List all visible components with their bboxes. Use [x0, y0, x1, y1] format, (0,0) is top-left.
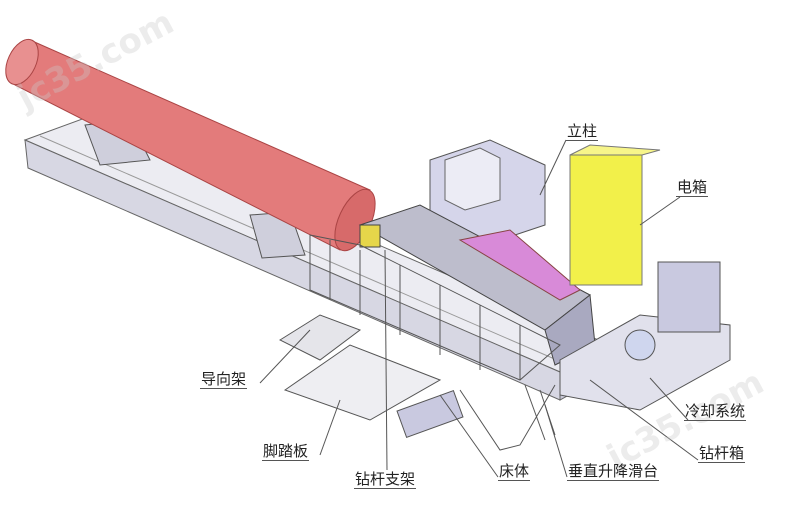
label-electric-box: 电箱 [676, 178, 709, 197]
guide-frame [309, 234, 561, 381]
leader-lines [259, 139, 699, 478]
label-drill-rod-box: 钻杆箱 [698, 444, 746, 463]
electric-box [569, 154, 643, 286]
label-pedal: 脚踏板 [262, 442, 310, 461]
label-bed: 床体 [498, 462, 531, 481]
label-column: 立柱 [566, 122, 599, 141]
label-drill-rod-support: 钻杆支架 [354, 470, 417, 489]
label-cooling-system: 冷却系统 [684, 402, 747, 421]
column [429, 139, 546, 246]
label-vertical-slide: 垂直升降滑台 [567, 462, 660, 481]
pipe [5, 38, 376, 252]
pedal [278, 314, 464, 439]
label-guide-frame: 导向架 [200, 370, 248, 389]
drill-rod-box [559, 261, 731, 411]
rod-support [459, 384, 556, 451]
